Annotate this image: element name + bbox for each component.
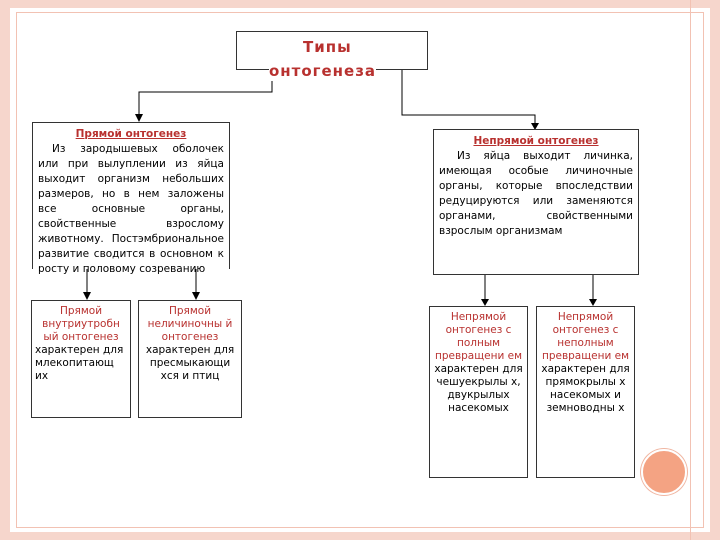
complete-name: Непрямой онтогенез с полным превращени е… (434, 311, 523, 362)
title-box: Типы онтогенеза (236, 31, 428, 81)
complete-metamorphosis-box: Непрямой онтогенез с полным превращени е… (429, 306, 528, 478)
incomplete-name: Непрямой онтогенез с неполным превращени… (541, 311, 630, 362)
nonlarval-desc: характерен для пресмыкающи хся и птиц (145, 344, 235, 382)
direct-heading: Прямой онтогенез (75, 128, 187, 140)
title-line-1: Типы (303, 38, 352, 56)
indirect-ontogenesis-box: Непрямой онтогенез Из яйца выходит личин… (433, 129, 639, 275)
intrauterine-name: Прямой внутриутробн ый онтогенез (42, 305, 120, 343)
incomplete-metamorphosis-box: Непрямой онтогенез с неполным превращени… (536, 306, 635, 478)
nonlarval-box: Прямой неличиночны й онтогенез характере… (138, 300, 242, 418)
indirect-heading: Непрямой онтогенез (473, 135, 599, 147)
intrauterine-box: Прямой внутриутробн ый онтогенез характе… (31, 300, 131, 418)
complete-desc: характерен для чешуекрылы х, двукрылых н… (434, 363, 523, 414)
arrow-head-incomplete (589, 299, 597, 306)
decorative-circle (641, 449, 687, 495)
connector-title-indirect (401, 70, 536, 123)
slide-inner-border (16, 12, 704, 528)
slide-right-line (690, 0, 691, 540)
direct-text: Из зародышевых оболочек или при вылуплен… (38, 143, 224, 275)
indirect-text: Из яйца выходит личинка, имеющая особые … (439, 150, 633, 237)
connector-title-direct (138, 70, 273, 114)
arrow-head-indirect (531, 123, 539, 130)
arrow-head-direct (135, 114, 143, 122)
arrow-head-complete (481, 299, 489, 306)
incomplete-desc: характерен для прямокрылы х насекомых и … (541, 363, 630, 414)
arrow-head-intrauterine (83, 292, 91, 300)
arrow-head-nonlarval (192, 292, 200, 300)
nonlarval-name: Прямой неличиночны й онтогенез (147, 305, 233, 343)
title-line-2: онтогенеза (269, 62, 377, 81)
intrauterine-desc: характерен для млекопитающ их (35, 344, 124, 382)
direct-ontogenesis-box: Прямой онтогенез Из зародышевых оболочек… (32, 122, 230, 275)
